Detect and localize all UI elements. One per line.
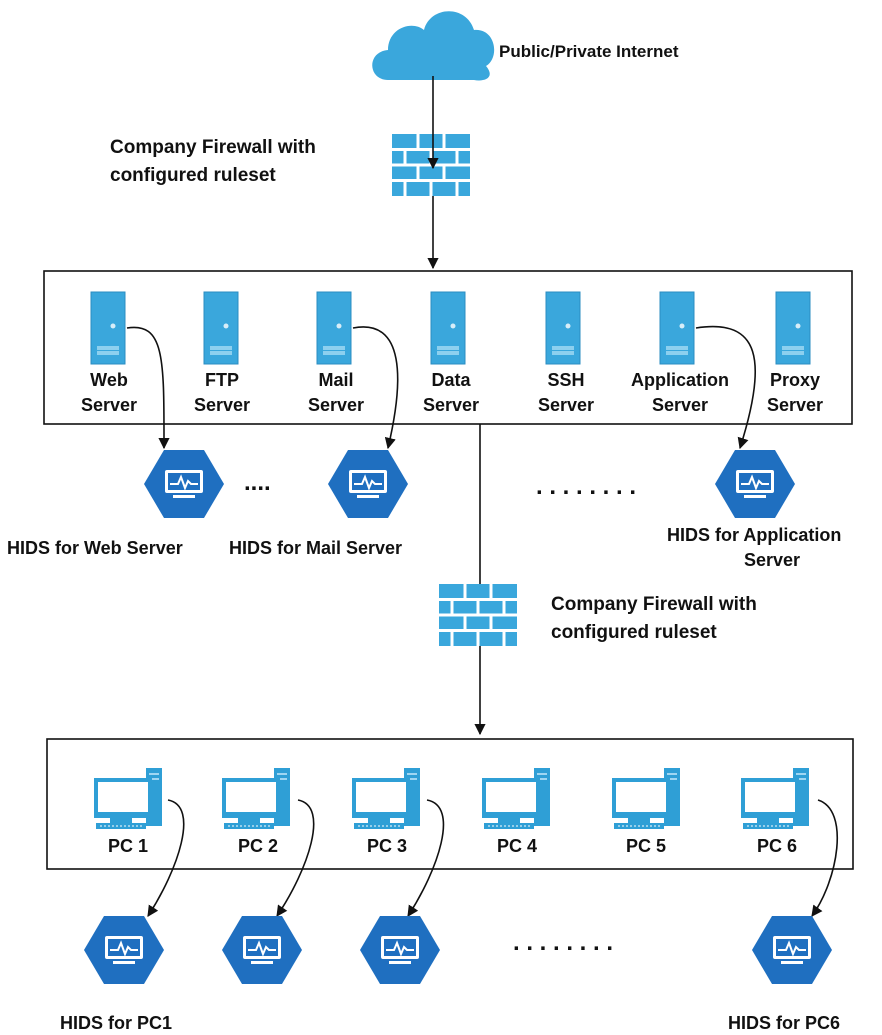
- pc-icon: [611, 767, 681, 830]
- pc-icon: [93, 767, 163, 830]
- server-icon: [203, 291, 239, 365]
- pc-label: PC 6: [757, 836, 797, 856]
- firewall-top-line1: Company Firewall with: [110, 137, 316, 158]
- firewall-mid-line2: configured ruleset: [551, 622, 717, 643]
- pc-label: PC 4: [497, 836, 537, 856]
- firewall-mid-icon: [437, 582, 519, 648]
- server-zone-box: [43, 270, 853, 425]
- pc-1: PC 1: [93, 767, 163, 856]
- server-icon: [545, 291, 581, 365]
- pc-5: PC 5: [611, 767, 681, 856]
- hids-pc2-icon: [221, 915, 303, 985]
- arrow-pc2-to-hids: [276, 799, 315, 917]
- server-icon: [775, 291, 811, 365]
- server-label: Proxy: [770, 370, 820, 390]
- server-label: Application: [631, 370, 729, 390]
- server-label: Server: [194, 395, 250, 415]
- arrow-pc6-to-hids: [811, 799, 838, 917]
- pc-label: PC 2: [238, 836, 278, 856]
- hids-app-icon: [714, 449, 796, 519]
- pc-icon: [351, 767, 421, 830]
- arrow-web-to-hids: [126, 326, 170, 450]
- firewall-top-icon: [390, 132, 472, 198]
- pc-label: PC 1: [108, 836, 148, 856]
- server-mail: Mail Server: [308, 291, 364, 415]
- arrow-pc3-to-hids: [407, 799, 445, 917]
- firewall-mid-line1: Company Firewall with: [551, 594, 757, 615]
- pc-icon: [221, 767, 291, 830]
- pc-4: PC 4: [481, 767, 551, 856]
- cloud-icon: [372, 11, 495, 81]
- server-label: Server: [81, 395, 137, 415]
- server-label: Server: [423, 395, 479, 415]
- hids-pc6-label: HIDS for PC6: [728, 1013, 840, 1033]
- hids-app-label-line1: HIDS for Application: [667, 525, 841, 545]
- server-web: Web Server: [81, 291, 137, 415]
- pc-icon: [481, 767, 551, 830]
- server-label: FTP: [205, 370, 239, 390]
- server-label: Data: [431, 370, 471, 390]
- server-icon: [430, 291, 466, 365]
- server-label: Server: [308, 395, 364, 415]
- hids-app-label-line2: Server: [744, 550, 800, 570]
- server-application: Application Server: [631, 291, 729, 415]
- pc-label: PC 3: [367, 836, 407, 856]
- server-icon: [90, 291, 126, 365]
- server-ssh: SSH Server: [538, 291, 594, 415]
- server-label: SSH: [547, 370, 584, 390]
- pc-icon: [740, 767, 810, 830]
- firewall-top-line2: configured ruleset: [110, 165, 276, 186]
- ellipsis-short: ....: [244, 469, 271, 496]
- server-data: Data Server: [423, 291, 479, 415]
- hids-mail-icon: [327, 449, 409, 519]
- server-label: Server: [652, 395, 708, 415]
- pc-label: PC 5: [626, 836, 666, 856]
- ellipsis-pc-long: . . . . . . . .: [513, 929, 613, 956]
- arrow-mail-to-hids: [352, 326, 399, 450]
- hids-pc6-icon: [751, 915, 833, 985]
- hids-pc1-icon: [83, 915, 165, 985]
- hids-mail-label: HIDS for Mail Server: [229, 538, 402, 558]
- server-proxy: Proxy Server: [767, 291, 823, 415]
- hids-web-icon: [143, 449, 225, 519]
- hids-pc3-icon: [359, 915, 441, 985]
- ellipsis-long: . . . . . . . .: [536, 473, 636, 500]
- arrow-app-to-hids: [695, 325, 757, 450]
- pc-6: PC 6: [740, 767, 810, 856]
- arrow-pc1-to-hids: [147, 799, 185, 917]
- server-ftp: FTP Server: [194, 291, 250, 415]
- server-icon: [316, 291, 352, 365]
- internet-label: Public/Private Internet: [499, 42, 679, 61]
- hids-web-label: HIDS for Web Server: [7, 538, 183, 558]
- pc-3: PC 3: [351, 767, 421, 856]
- server-label: Server: [767, 395, 823, 415]
- server-label: Mail: [318, 370, 353, 390]
- hids-pc1-label: HIDS for PC1: [60, 1013, 172, 1033]
- server-label: Server: [538, 395, 594, 415]
- pc-2: PC 2: [221, 767, 291, 856]
- server-icon: [659, 291, 695, 365]
- server-label: Web: [90, 370, 128, 390]
- pc-zone-box: [46, 738, 854, 870]
